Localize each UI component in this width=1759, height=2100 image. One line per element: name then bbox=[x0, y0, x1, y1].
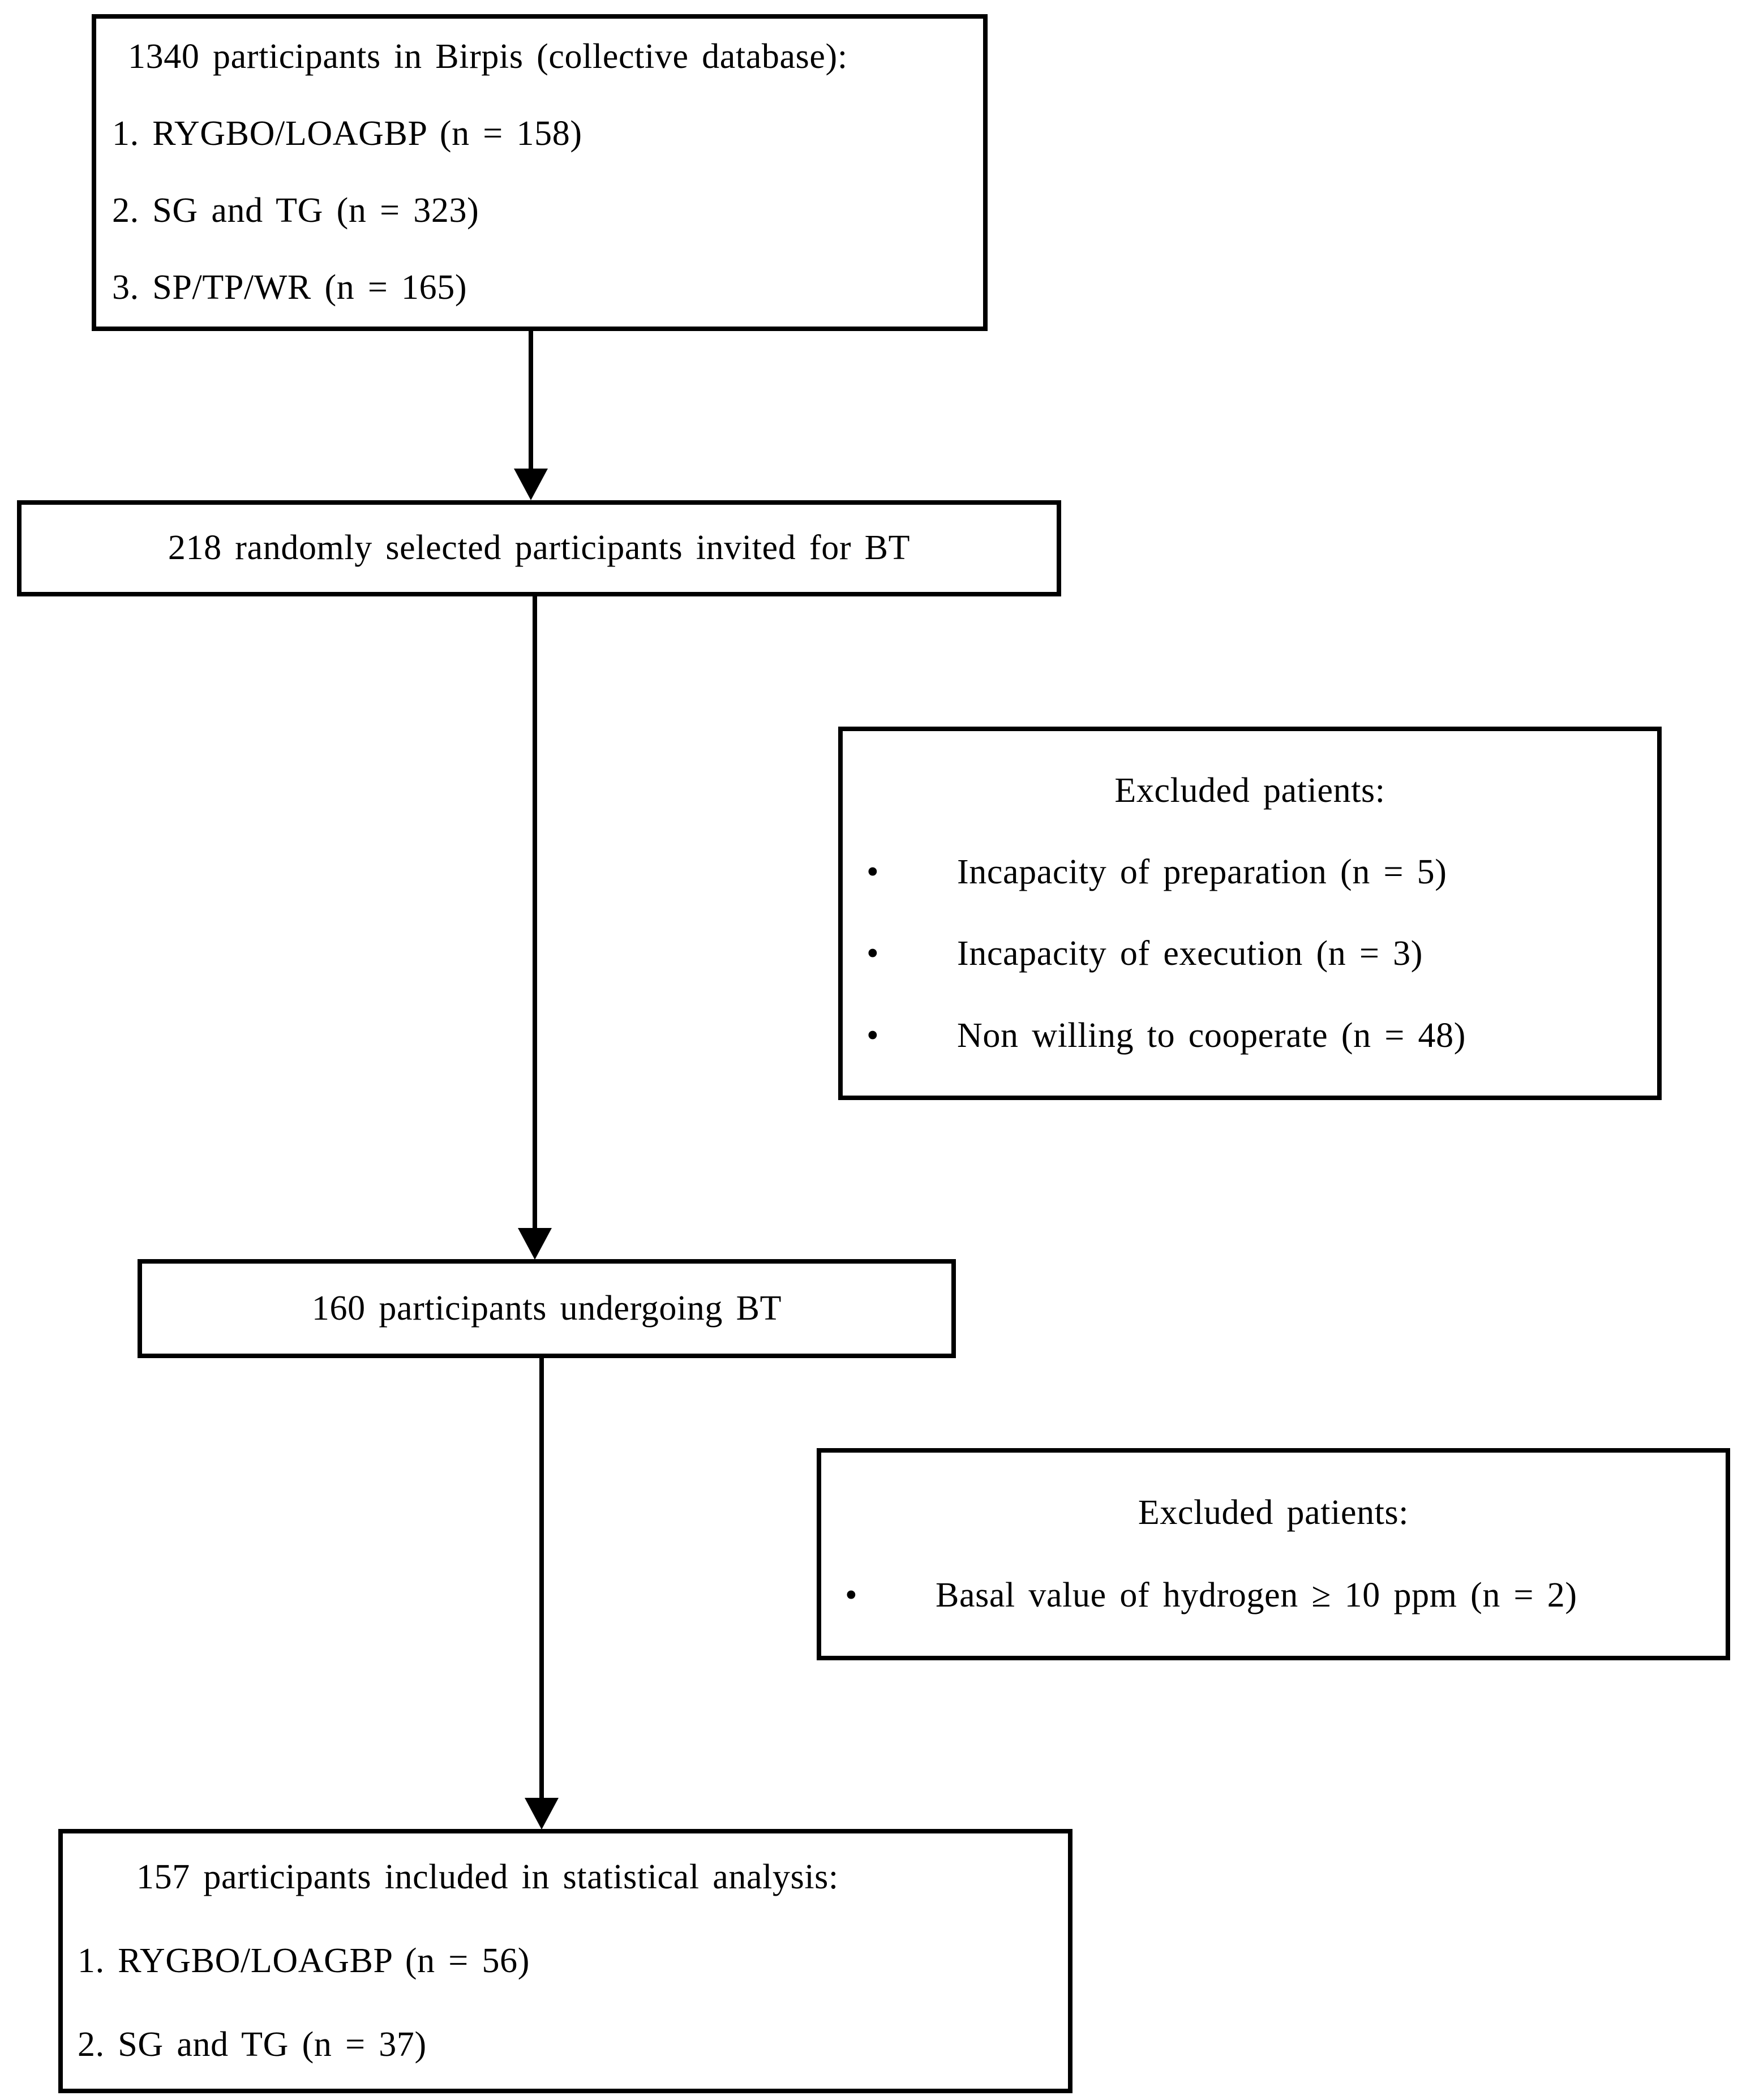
bt-box: 160 participants undergoing BT bbox=[138, 1259, 956, 1358]
bullet-icon: • bbox=[866, 1016, 879, 1055]
excluded-box-2-item-1: Basal value of hydrogen ≥ 10 ppm (n = 2) bbox=[936, 1575, 1577, 1614]
arrow-3-shaft bbox=[539, 1357, 544, 1801]
arrow-1-shaft bbox=[529, 330, 533, 473]
excluded-box-1-item-3: Non willing to cooperate (n = 48) bbox=[957, 1016, 1466, 1055]
bullet-icon: • bbox=[866, 934, 879, 973]
database-box-item-3: 3. SP/TP/WR (n = 165) bbox=[112, 268, 467, 307]
bullet-icon: • bbox=[845, 1575, 858, 1614]
arrow-2-down-head bbox=[518, 1228, 552, 1260]
excluded-box-1-item-2: Incapacity of execution (n = 3) bbox=[957, 934, 1423, 973]
bullet-icon: • bbox=[866, 853, 879, 892]
database-box-item-1: 1. RYGBO/LOAGBP (n = 158) bbox=[112, 114, 582, 153]
arrow-2-shaft bbox=[533, 595, 537, 1231]
excluded-box-1-title: Excluded patients: bbox=[1114, 771, 1385, 810]
excluded-box-1-item-1: Incapacity of preparation (n = 5) bbox=[957, 853, 1447, 892]
database-box: 1340 participants in Birpis (collective … bbox=[92, 14, 988, 331]
analysis-box-title: 157 participants included in statistical… bbox=[136, 1857, 839, 1896]
analysis-box-item-1: 1. RYGBO/LOAGBP (n = 56) bbox=[78, 1941, 530, 1980]
excluded-box-2-item-row: • Basal value of hydrogen ≥ 10 ppm (n = … bbox=[821, 1574, 1726, 1618]
database-box-title: 1340 participants in Birpis (collective … bbox=[128, 37, 848, 76]
arrow-3-down-head bbox=[525, 1798, 559, 1830]
analysis-box: 157 participants included in statistical… bbox=[58, 1829, 1072, 2093]
arrow-1-down-head bbox=[514, 469, 548, 500]
bt-box-label: 160 participants undergoing BT bbox=[311, 1289, 782, 1328]
excluded-box-2: Excluded patients: • Basal value of hydr… bbox=[817, 1448, 1730, 1660]
excluded-box-1-item-row: • Incapacity of preparation (n = 5) bbox=[843, 851, 1657, 895]
invited-box: 218 randomly selected participants invit… bbox=[17, 500, 1061, 596]
excluded-box-1: Excluded patients: • Incapacity of prepa… bbox=[838, 727, 1662, 1100]
analysis-box-item-2: 2. SG and TG (n = 37) bbox=[78, 2025, 427, 2064]
excluded-box-2-title: Excluded patients: bbox=[1138, 1493, 1409, 1532]
invited-box-label: 218 randomly selected participants invit… bbox=[168, 529, 911, 568]
excluded-box-1-item-row: • Incapacity of execution (n = 3) bbox=[843, 932, 1657, 976]
database-box-item-2: 2. SG and TG (n = 323) bbox=[112, 191, 479, 230]
excluded-box-1-item-row: • Non willing to cooperate (n = 48) bbox=[843, 1014, 1657, 1058]
